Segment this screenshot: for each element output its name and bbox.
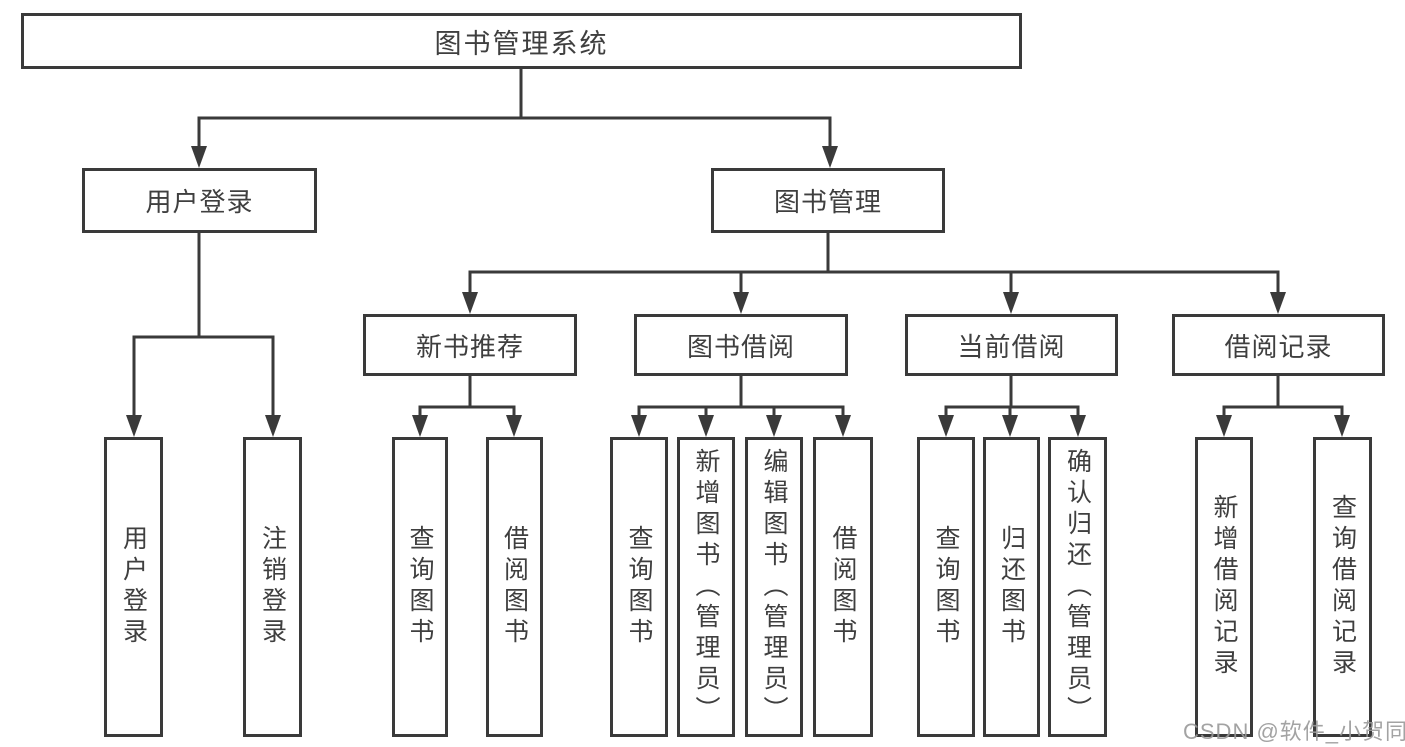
arrow-down-icon <box>938 415 954 437</box>
arrow-down-icon <box>822 146 838 168</box>
leaf-query-book-newbook: 查询图书 <box>392 437 448 737</box>
leaf-borrow-book-newbook: 借阅图书 <box>486 437 543 737</box>
node-current-borrow: 当前借阅 <box>905 314 1118 376</box>
node-book-management: 图书管理 <box>711 168 945 233</box>
arrow-down-icon <box>265 415 281 437</box>
connector-path <box>132 67 1344 419</box>
watermark: CSDN @软件_小贺同学 <box>1183 719 1405 744</box>
node-new-book-recommend: 新书推荐 <box>363 314 577 376</box>
arrow-down-icon <box>835 415 851 437</box>
arrow-down-icon <box>191 146 207 168</box>
leaf-return-book: 归还图书 <box>983 437 1040 737</box>
leaf-confirm-return-admin: 确认归还（管理员） <box>1048 437 1107 737</box>
leaf-edit-book-admin: 编辑图书（管理员） <box>745 437 803 737</box>
leaf-add-borrow-record: 新增借阅记录 <box>1195 437 1253 737</box>
leaf-query-book-current: 查询图书 <box>917 437 975 737</box>
arrow-down-icon <box>1070 415 1086 437</box>
node-root-system: 图书管理系统 <box>21 13 1022 69</box>
arrow-down-icon <box>1270 292 1286 314</box>
node-borrow-records: 借阅记录 <box>1172 314 1385 376</box>
arrow-down-icon <box>733 292 749 314</box>
arrow-down-icon <box>462 292 478 314</box>
leaf-user-login: 用户登录 <box>104 437 163 737</box>
leaf-logout: 注销登录 <box>243 437 302 737</box>
arrow-down-icon <box>1002 415 1018 437</box>
arrow-down-icon <box>1216 415 1232 437</box>
arrow-down-icon <box>506 415 522 437</box>
node-user-login: 用户登录 <box>82 168 317 233</box>
leaf-add-book-admin: 新增图书（管理员） <box>677 437 735 737</box>
node-book-borrow: 图书借阅 <box>634 314 848 376</box>
arrow-down-icon <box>631 415 647 437</box>
arrow-down-icon <box>412 415 428 437</box>
leaf-query-book-borrow: 查询图书 <box>610 437 668 737</box>
leaf-query-borrow-record: 查询借阅记录 <box>1313 437 1372 737</box>
arrow-down-icon <box>1334 415 1350 437</box>
arrow-down-icon <box>126 415 142 437</box>
arrow-down-icon <box>766 415 782 437</box>
arrow-down-icon <box>1003 292 1019 314</box>
arrow-down-icon <box>698 415 714 437</box>
leaf-borrow-book-borrow: 借阅图书 <box>813 437 873 737</box>
